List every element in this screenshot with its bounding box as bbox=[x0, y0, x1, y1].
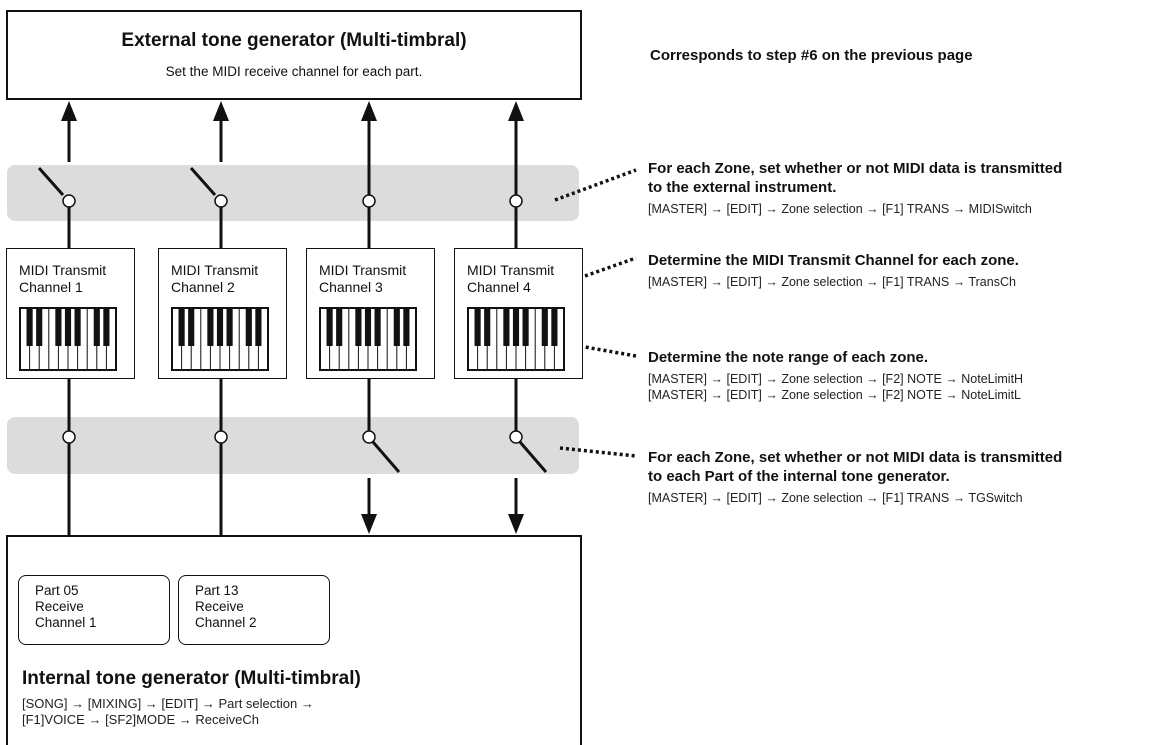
note-heading: Determine the MIDI Transmit Channel for … bbox=[648, 252, 1019, 269]
zone-box: MIDI Transmit Channel 4 bbox=[454, 248, 583, 379]
switch-lever bbox=[189, 167, 217, 196]
zone-label: MIDI Transmit Channel 3 bbox=[319, 262, 407, 295]
arrow-head-down bbox=[361, 514, 377, 534]
switch-pivot bbox=[214, 430, 228, 444]
note-heading: For each Zone, set whether or not MIDI d… bbox=[648, 160, 1063, 196]
switch-lever bbox=[518, 441, 548, 473]
zone-label: MIDI Transmit Channel 4 bbox=[467, 262, 555, 295]
keyboard-icon bbox=[319, 307, 417, 371]
external-tone-generator-box: External tone generator (Multi-timbral) … bbox=[6, 10, 582, 100]
switch-pivot bbox=[362, 430, 376, 444]
internal-tone-generator-box: Part 05 Receive Channel 1 Part 13 Receiv… bbox=[6, 535, 582, 745]
leader-line bbox=[559, 446, 637, 458]
arrow-head-up bbox=[508, 101, 524, 121]
part-label: Part 13 Receive Channel 2 bbox=[195, 583, 257, 630]
zone-label: MIDI Transmit Channel 1 bbox=[19, 262, 107, 295]
note-external-switch: For each Zone, set whether or not MIDI d… bbox=[648, 159, 1163, 217]
external-switch-band bbox=[7, 165, 579, 221]
note-heading: For each Zone, set whether or not MIDI d… bbox=[648, 449, 1063, 485]
switch-pivot bbox=[509, 430, 523, 444]
note-path: [MASTER] → [EDIT] → Zone selection → [F1… bbox=[648, 275, 1016, 289]
switch-pivot bbox=[62, 430, 76, 444]
step-note: Corresponds to step #6 on the previous p… bbox=[650, 47, 973, 64]
switch-pivot bbox=[509, 194, 523, 208]
switch-pivot bbox=[62, 194, 76, 208]
keyboard-icon bbox=[467, 307, 565, 371]
switch-pivot bbox=[214, 194, 228, 208]
note-transmit-channel: Determine the MIDI Transmit Channel for … bbox=[648, 251, 1163, 290]
arrow-head-up bbox=[213, 101, 229, 121]
note-heading: Determine the note range of each zone. bbox=[648, 349, 929, 366]
keyboard-icon bbox=[171, 307, 269, 371]
internal-path: [SONG] → [MIXING] → [EDIT] → Part select… bbox=[22, 696, 314, 727]
switch-lever bbox=[37, 167, 65, 196]
external-title: External tone generator (Multi-timbral) bbox=[121, 30, 467, 51]
arrow-head-down bbox=[508, 514, 524, 534]
leader-line bbox=[554, 168, 637, 202]
note-path: [MASTER] → [EDIT] → Zone selection → [F1… bbox=[648, 491, 1023, 505]
internal-title: Internal tone generator (Multi-timbral) bbox=[22, 668, 361, 689]
zone-box: MIDI Transmit Channel 3 bbox=[306, 248, 435, 379]
switch-lever bbox=[371, 441, 401, 473]
note-path: [MASTER] → [EDIT] → Zone selection → [F2… bbox=[648, 372, 1024, 402]
note-note-range: Determine the note range of each zone. [… bbox=[648, 348, 1163, 403]
keyboard-icon bbox=[19, 307, 117, 371]
zone-box: MIDI Transmit Channel 2 bbox=[158, 248, 287, 379]
part-box: Part 13 Receive Channel 2 bbox=[178, 575, 330, 645]
arrow-head-up bbox=[61, 101, 77, 121]
switch-pivot bbox=[362, 194, 376, 208]
arrow-head-up bbox=[361, 101, 377, 121]
note-internal-switch: For each Zone, set whether or not MIDI d… bbox=[648, 448, 1163, 506]
zone-label: MIDI Transmit Channel 2 bbox=[171, 262, 259, 295]
external-subtitle: Set the MIDI receive channel for each pa… bbox=[165, 64, 423, 79]
note-path: [MASTER] → [EDIT] → Zone selection → [F1… bbox=[648, 202, 1032, 216]
internal-switch-band bbox=[7, 417, 579, 474]
part-box: Part 05 Receive Channel 1 bbox=[18, 575, 170, 645]
zone-box: MIDI Transmit Channel 1 bbox=[6, 248, 135, 379]
part-label: Part 05 Receive Channel 1 bbox=[35, 583, 97, 630]
